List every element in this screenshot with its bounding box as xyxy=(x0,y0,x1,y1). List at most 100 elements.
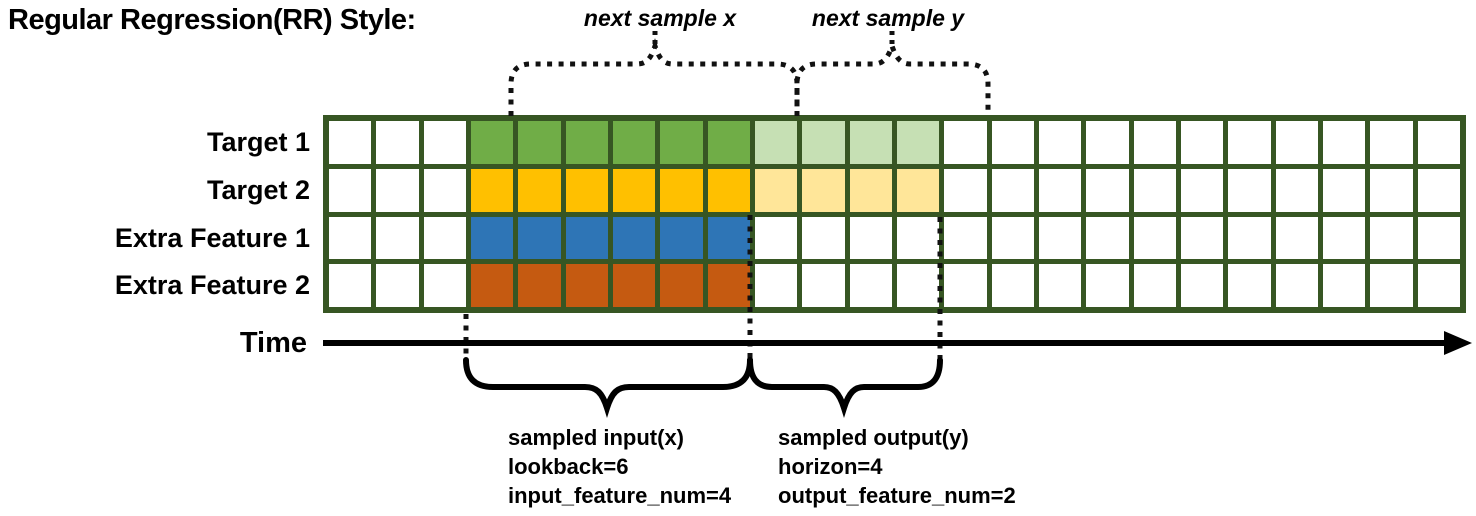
output-summary-line: output_feature_num=2 xyxy=(778,483,1016,508)
grid-cell xyxy=(329,168,372,212)
grid-cell xyxy=(518,264,561,307)
grid-cell xyxy=(1228,216,1271,260)
grid-cell xyxy=(1038,168,1082,212)
grid-cell xyxy=(1370,216,1413,260)
grid-cell xyxy=(849,264,892,307)
grid-cell xyxy=(565,216,608,260)
grid-cell xyxy=(707,121,750,164)
grid-cell xyxy=(802,264,845,307)
grid-cell xyxy=(1275,264,1318,307)
grid-cell xyxy=(1417,168,1460,212)
row-label-target-1: Target 1 xyxy=(206,127,310,157)
grid-cell xyxy=(1370,264,1413,307)
next-sample-y-brace xyxy=(794,38,991,116)
grid-cell xyxy=(1228,264,1271,307)
grid-cell xyxy=(565,168,608,212)
grid-cell xyxy=(991,168,1034,212)
grid-cell xyxy=(896,168,940,212)
grid-cell xyxy=(1086,121,1129,164)
input-summary-line: lookback=6 xyxy=(508,454,629,479)
grid-cell xyxy=(470,264,514,307)
row-label-extra-feature-2: Extra Feature 2 xyxy=(114,270,310,300)
output-summary-line: sampled output(y) xyxy=(778,425,969,450)
grid-cell xyxy=(376,216,419,260)
grid-cell xyxy=(1086,216,1129,260)
grid-cell xyxy=(802,121,845,164)
next-sample-x-label: next sample x xyxy=(583,5,737,31)
row-label-extra-feature-1: Extra Feature 1 xyxy=(114,223,310,253)
grid-cell xyxy=(1322,216,1366,260)
grid-cell xyxy=(802,216,845,260)
grid-cell xyxy=(1275,216,1318,260)
grid-cell xyxy=(660,168,703,212)
grid-cell xyxy=(1038,121,1082,164)
grid-cell xyxy=(896,121,940,164)
grid-cell xyxy=(1322,121,1366,164)
grid-cell xyxy=(1228,168,1271,212)
grid-cell xyxy=(612,121,656,164)
grid-cell xyxy=(1133,216,1176,260)
grid-cell xyxy=(376,121,419,164)
grid-cell xyxy=(1180,216,1224,260)
grid-cell xyxy=(329,216,372,260)
input-summary-text: sampled input(x) lookback=6 input_featur… xyxy=(508,423,731,510)
output-summary-line: horizon=4 xyxy=(778,454,883,479)
grid-cell xyxy=(329,264,372,307)
grid-cell xyxy=(944,168,987,212)
grid-cell xyxy=(1322,264,1366,307)
grid-cell xyxy=(991,121,1034,164)
grid-cell xyxy=(991,216,1034,260)
grid-cell xyxy=(660,121,703,164)
grid-cell xyxy=(1133,264,1176,307)
diagram-title: Regular Regression(RR) Style: xyxy=(8,4,416,36)
grid-cell xyxy=(707,264,750,307)
grid-cell xyxy=(1038,264,1082,307)
grid-cell xyxy=(896,216,940,260)
grid-cell xyxy=(754,121,798,164)
input-summary-line: input_feature_num=4 xyxy=(508,483,732,508)
grid-cell xyxy=(991,264,1034,307)
grid-cell xyxy=(1417,121,1460,164)
grid-cell xyxy=(518,216,561,260)
grid-cell xyxy=(1133,121,1176,164)
grid-cell xyxy=(707,216,750,260)
grid-cell xyxy=(707,168,750,212)
time-axis-arrowhead xyxy=(1444,331,1472,355)
grid-cell xyxy=(660,264,703,307)
grid-cell xyxy=(754,264,798,307)
grid-cell xyxy=(612,264,656,307)
grid-cell xyxy=(423,121,466,164)
grid-cell xyxy=(849,121,892,164)
grid-cell xyxy=(565,264,608,307)
input-summary-line: sampled input(x) xyxy=(508,425,685,450)
grid-cell xyxy=(1275,168,1318,212)
grid-cell xyxy=(423,216,466,260)
output-underbrace xyxy=(747,357,943,419)
grid-cell xyxy=(423,168,466,212)
grid-cell xyxy=(1038,216,1082,260)
grid-cell xyxy=(1370,168,1413,212)
grid-cell xyxy=(1086,168,1129,212)
grid-cell xyxy=(1180,121,1224,164)
grid-cell xyxy=(1370,121,1413,164)
input-underbrace xyxy=(463,357,753,419)
row-label-target-2: Target 2 xyxy=(206,175,310,205)
grid-cell xyxy=(565,121,608,164)
grid-cell xyxy=(944,216,987,260)
next-sample-y-label: next sample y xyxy=(811,5,965,31)
grid-cell xyxy=(849,216,892,260)
grid-cell xyxy=(1086,264,1129,307)
grid-cell xyxy=(1133,168,1176,212)
grid-cell xyxy=(1180,168,1224,212)
grid-cell xyxy=(329,121,372,164)
grid-cell xyxy=(802,168,845,212)
grid-cell xyxy=(896,264,940,307)
grid-cell xyxy=(1180,264,1224,307)
time-axis-label: Time xyxy=(239,327,307,359)
grid-cell xyxy=(470,121,514,164)
output-summary-text: sampled output(y) horizon=4 output_featu… xyxy=(778,423,1016,510)
grid-cell xyxy=(1275,121,1318,164)
grid-cell xyxy=(518,121,561,164)
grid-cell xyxy=(376,168,419,212)
